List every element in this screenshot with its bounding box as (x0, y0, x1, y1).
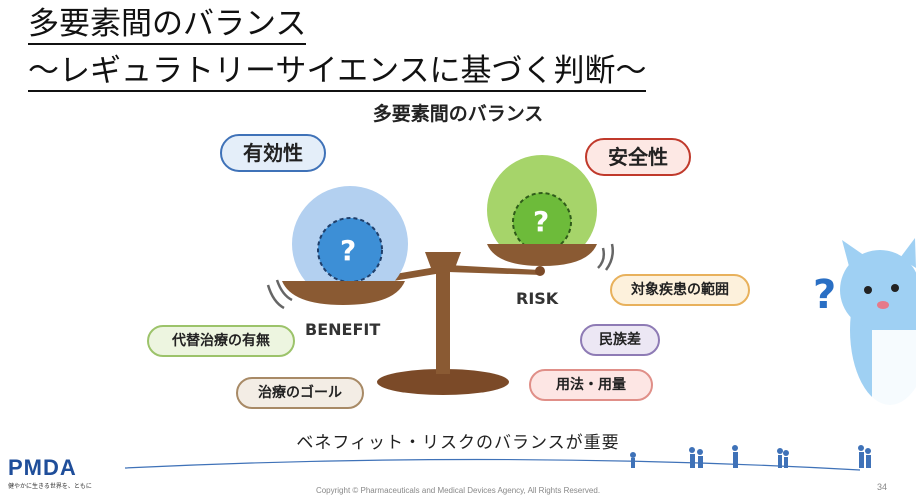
scale-top (425, 252, 461, 268)
ground-line (124, 458, 861, 471)
slide-title-line-1: 多要素間のバランス (28, 6, 307, 45)
factor-dosage: 用法・用量 (529, 369, 653, 401)
slide-title-line-2: ～レギュラトリーサイエンスに基づく判断～ (28, 53, 647, 92)
scale-beam (318, 265, 542, 293)
benefit-label: BENEFIT (305, 320, 381, 339)
people-silhouettes (630, 445, 871, 468)
factor-target-disease-scope: 対象疾患の範囲 (610, 274, 750, 306)
pmda-tagline: 健やかに生きる世界を、ともに (8, 483, 92, 490)
benefit-pan (282, 281, 405, 305)
scale-base (377, 369, 509, 395)
risk-question-mark: ? (533, 205, 550, 238)
factor-ethnic-difference: 民族差 (580, 324, 660, 356)
page-number: 34 (877, 482, 888, 492)
safety-pill: 安全性 (585, 138, 691, 176)
risk-pan (487, 244, 597, 266)
scale-pillar (436, 262, 450, 374)
benefit-question-mark: ? (340, 234, 357, 267)
mascot-character (840, 238, 916, 420)
risk-label: RISK (516, 289, 559, 308)
factor-treatment-goal: 治療のゴール (236, 377, 364, 409)
factor-alternative-treatment: 代替治療の有無 (147, 325, 295, 357)
balance-caption: ベネフィット・リスクのバランスが重要 (296, 433, 620, 453)
question-mark-icon: ? (813, 272, 836, 318)
pmda-logo: PMDA (8, 455, 77, 480)
copyright-text: Copyright © Pharmaceuticals and Medical … (315, 486, 601, 495)
efficacy-pill: 有効性 (220, 134, 326, 172)
diagram-title: 多要素間のバランス (372, 103, 544, 125)
